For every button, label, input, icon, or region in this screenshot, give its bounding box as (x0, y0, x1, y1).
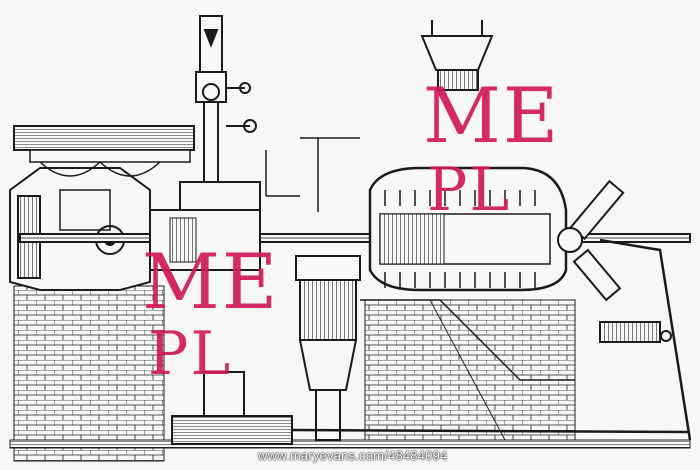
brick-foundation-right (364, 299, 576, 441)
watermark-me-upper: ME (423, 71, 561, 160)
brick-foundation-left (13, 285, 165, 462)
overhead-beam (13, 125, 195, 177)
right-cylinder (368, 166, 568, 292)
central-column (295, 255, 361, 441)
flywheel-housing (9, 167, 151, 291)
left-cylinder (149, 209, 261, 271)
main-shaft (19, 233, 691, 243)
crank-assembly (557, 179, 692, 441)
feed-hopper (420, 20, 494, 91)
watermark-pl-upper: PL (427, 155, 512, 225)
valve-column (179, 15, 261, 213)
bottom-pump (171, 371, 691, 445)
watermark-pl-lower: PL (148, 319, 233, 389)
piping (265, 137, 575, 381)
watermark-me-lower: ME (142, 237, 280, 326)
image-credit: www.maryevans.com/48484094 (258, 448, 448, 463)
